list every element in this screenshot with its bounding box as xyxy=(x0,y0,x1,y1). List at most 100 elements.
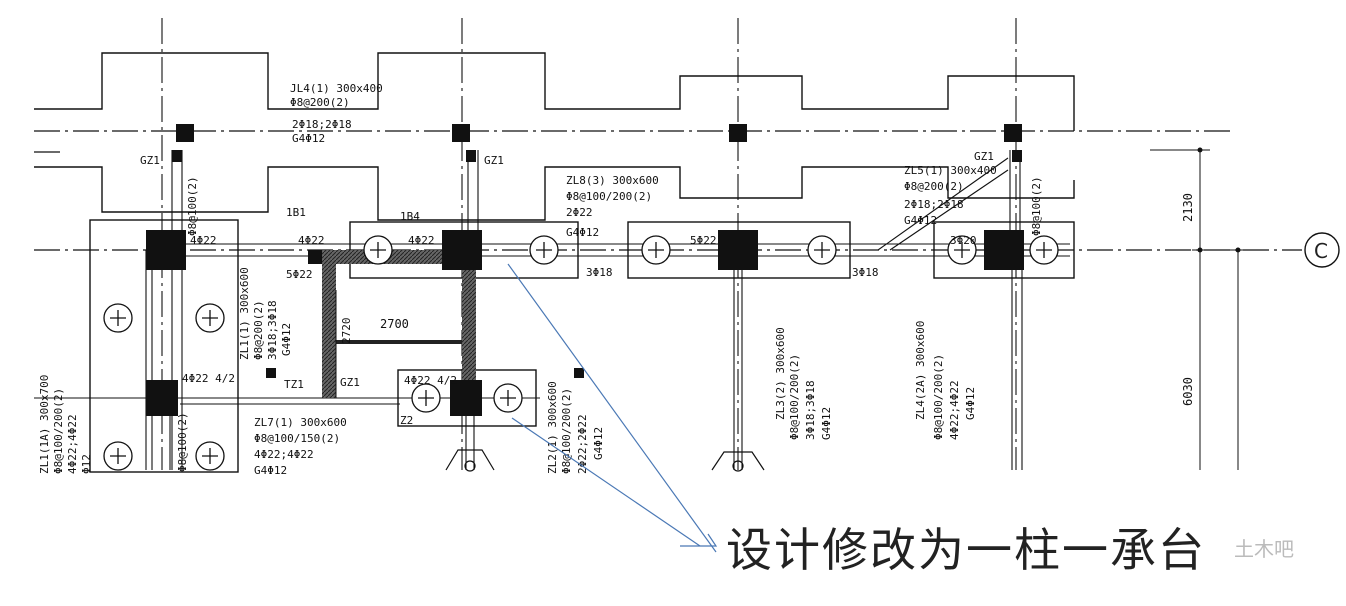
zl2-stirrup: Φ8@100/200(2) xyxy=(560,388,573,474)
strip-footing-outline xyxy=(34,52,1075,131)
columns xyxy=(146,124,1024,416)
pile-icon xyxy=(103,303,133,333)
zl8-3-top: 2Φ22 xyxy=(566,206,593,219)
hatched-beams xyxy=(322,250,476,398)
pile-icon xyxy=(1029,235,1059,265)
pile-icon xyxy=(947,235,977,265)
axis-bubble-c xyxy=(1304,232,1340,268)
column-small xyxy=(176,124,194,142)
z2-label: Z2 xyxy=(400,414,413,427)
dim-6030: 6030 xyxy=(1181,377,1195,406)
column-large xyxy=(718,230,758,270)
zl7-1-stirrup: Φ8@100/150(2) xyxy=(254,432,340,445)
strip-footing-outline-lower xyxy=(34,166,1075,221)
bar-3-18: 3Φ18 xyxy=(852,266,879,279)
pile-icon xyxy=(195,303,225,333)
bar-4-22: 4Φ22 xyxy=(408,234,435,247)
tz1-label: TZ1 xyxy=(284,378,304,391)
zl5-1-name: ZL5(1) 300x400 xyxy=(904,164,997,177)
dim-dot-top xyxy=(1197,147,1203,153)
misc-labels: GZ1 GZ1 GZ1 GZ1 TZ1 Z2 4Φ22 4Φ22 4Φ22 5Φ… xyxy=(140,150,994,427)
zl2-name: ZL2(1) 300x600 xyxy=(546,381,559,474)
dim-2720: 2720 xyxy=(340,318,353,345)
zl4-2a-bars: 4Φ22;4Φ22 xyxy=(948,380,961,440)
gz1-label: GZ1 xyxy=(140,154,160,167)
column-large xyxy=(984,230,1024,270)
zl5-1-bars: 2Φ18;2Φ18 xyxy=(904,198,964,211)
pile-circles xyxy=(103,235,1059,471)
zl8-3-side: G4Φ12 xyxy=(566,226,599,239)
zl3-2-bars: 3Φ18;3Φ18 xyxy=(804,380,817,440)
annotation-arrows xyxy=(507,263,718,553)
pile-icon xyxy=(363,235,393,265)
pile-icon xyxy=(411,383,441,413)
zl5-1-side: G4Φ12 xyxy=(904,214,937,227)
pile-cap-4 xyxy=(933,221,1075,279)
gz1-label: GZ1 xyxy=(484,154,504,167)
dim-2700: 2700 xyxy=(380,317,409,331)
zl1-1-name: ZL1(1) 300x600 xyxy=(238,267,251,360)
bar-4-22-2: 4Φ22 4/2 xyxy=(404,374,457,387)
column-small xyxy=(466,150,476,162)
dim-2130: 2130 xyxy=(1181,193,1195,222)
watermark-text: 土木吧 xyxy=(1234,537,1294,561)
zl1-1a-bars: 4Φ22;4Φ22 xyxy=(66,414,79,474)
zl4-1-bars: 2Φ18;2Φ18 xyxy=(292,118,352,131)
dim-dot-mid xyxy=(1197,247,1203,253)
beam-1b1: 1B1 xyxy=(286,206,306,219)
pile-icon xyxy=(195,441,225,471)
zl7-1-name: ZL7(1) 300x600 xyxy=(254,416,347,429)
column-medium xyxy=(450,380,482,416)
zl4-1-side: G4Φ12 xyxy=(292,132,325,145)
dim-dot-right xyxy=(1235,247,1241,253)
column-small xyxy=(452,124,470,142)
zl7-1-bars: 4Φ22;4Φ22 xyxy=(254,448,314,461)
pile-icon xyxy=(807,235,837,265)
zl4-2a-name: ZL4(2A) 300x600 xyxy=(914,321,927,420)
column-tiny xyxy=(266,368,276,378)
column-large xyxy=(442,230,482,270)
annotation-text: 设计修改为一柱一承台 xyxy=(726,523,1206,577)
zl1-1a-stirrup: Φ8@100/200(2) xyxy=(52,388,65,474)
pile-icon xyxy=(103,441,133,471)
zl8-3-name: ZL8(3) 300x600 xyxy=(566,174,659,187)
pile-icon xyxy=(529,235,559,265)
bar-4-22: 4Φ22 xyxy=(190,234,217,247)
zl4-1-name: JL4(1) 300x400 xyxy=(290,82,383,95)
column-small xyxy=(1004,124,1022,142)
left-stirrup-v: Φ8@100(2) xyxy=(186,176,199,236)
vertical-beams xyxy=(145,150,1023,470)
zl1-1-side: G4Φ12 xyxy=(280,323,293,356)
column-medium xyxy=(146,380,178,416)
zl1-1a-side: Φ12 xyxy=(80,454,93,474)
pile-bottom-glyphs xyxy=(445,449,765,472)
pile-caps xyxy=(89,219,1075,473)
column-small xyxy=(1012,150,1022,162)
zl7-1-side: G4Φ12 xyxy=(254,464,287,477)
diagonal-braces xyxy=(877,157,1009,251)
zl1-1a-name: ZL1(1A) 300x700 xyxy=(38,375,51,474)
gz1-label: GZ1 xyxy=(974,150,994,163)
pile-cap-3 xyxy=(627,221,851,279)
pile-icon xyxy=(641,235,671,265)
bar-5-22: 5Φ22 xyxy=(286,268,313,281)
zl4-1-stirrup: Φ8@200(2) xyxy=(290,96,350,109)
zl5-1-stirrup: Φ8@200(2) xyxy=(904,180,964,193)
gz-stirrup-v: Φ8@100(2) xyxy=(1030,176,1043,236)
bar-3-18: 3Φ18 xyxy=(586,266,613,279)
zl1-1-bars: 3Φ18;3Φ18 xyxy=(266,300,279,360)
zl2-bars: 2Φ22;2Φ22 xyxy=(576,414,589,474)
zl1-1-stirrup: Φ8@200(2) xyxy=(252,300,265,360)
zl3-2-side: G4Φ12 xyxy=(820,407,833,440)
left-stirrup-v-2: Φ8@100(2) xyxy=(176,412,189,472)
axis-bubble-c-label: C xyxy=(1314,239,1328,263)
zl2-side: G4Φ12 xyxy=(592,427,605,460)
zl4-2a-stirrup: Φ8@100/200(2) xyxy=(932,354,945,440)
bar-5-22: 5Φ22 xyxy=(690,234,717,247)
pile-cap-left xyxy=(89,219,239,473)
zl8-3-stirrup: Φ8@100/200(2) xyxy=(566,190,652,203)
column-large xyxy=(146,230,186,270)
zl3-2-name: ZL3(2) 300x600 xyxy=(774,327,787,420)
zl3-2-stirrup: Φ8@100/200(2) xyxy=(788,354,801,440)
